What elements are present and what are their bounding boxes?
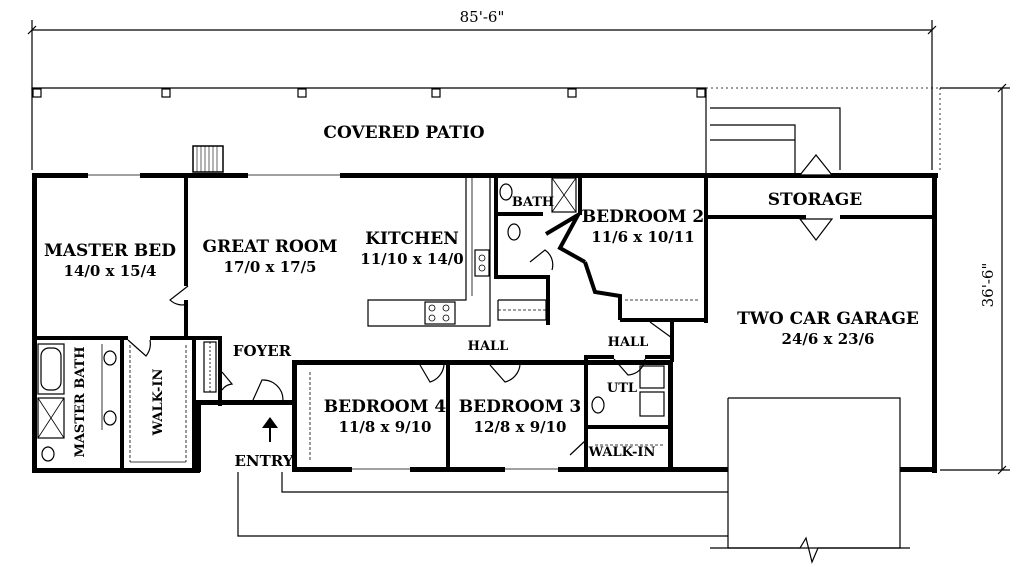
covered-patio: COVERED PATIO	[31, 87, 941, 175]
interior-walls	[32, 175, 935, 472]
master-bed-label: MASTER BED	[44, 241, 176, 261]
walk-in-shelving	[129, 299, 700, 463]
bedroom-4-size: 11/8 x 9/10	[339, 418, 432, 436]
walk-in-bed3-label: WALK-IN	[588, 445, 656, 460]
bath-label: BATH	[512, 195, 554, 210]
driveway	[237, 397, 910, 564]
storage-arrow-icon	[798, 154, 834, 241]
master-bath-fixtures	[37, 343, 117, 462]
bedroom-2-label: BEDROOM 2	[582, 207, 704, 227]
bedroom-3-size: 12/8 x 9/10	[474, 418, 567, 436]
master-bath-label: MASTER BATH	[73, 346, 88, 457]
foyer-label: FOYER	[233, 342, 292, 360]
hall-center-label: HALL	[468, 339, 509, 354]
kitchen-counters	[367, 178, 491, 327]
doors	[127, 249, 673, 456]
garage-label: TWO CAR GARAGE	[737, 309, 919, 329]
depth-dimension-label: 36'-6"	[979, 263, 997, 308]
great-room-size: 17/0 x 17/5	[224, 258, 317, 276]
entry-label: ENTRY	[234, 452, 293, 470]
bedroom-4-label: BEDROOM 4	[324, 397, 447, 417]
hall-right-label: HALL	[608, 335, 649, 350]
entry-arrow-icon	[262, 417, 278, 442]
width-dimension-label: 85'-6"	[460, 8, 505, 26]
covered-patio-label: COVERED PATIO	[323, 123, 484, 143]
garage-size: 24/6 x 23/6	[782, 330, 875, 348]
storage-label: STORAGE	[768, 190, 863, 210]
utl-label: UTL	[607, 381, 637, 396]
bedroom-3-label: BEDROOM 3	[459, 397, 581, 417]
kitchen-size: 11/10 x 14/0	[360, 250, 463, 268]
room-labels: MASTER BED 14/0 x 15/4 GREAT ROOM 17/0 x…	[44, 190, 919, 470]
great-room-label: GREAT ROOM	[203, 237, 338, 257]
master-bed-size: 14/0 x 15/4	[64, 262, 157, 280]
depth-dimension: 36'-6"	[940, 83, 1010, 475]
windows	[88, 174, 558, 470]
bath-fixtures	[499, 177, 577, 241]
kitchen-label: KITCHEN	[365, 229, 458, 249]
bedroom-2-size: 11/6 x 10/11	[591, 228, 694, 246]
width-dimension: 85'-6"	[27, 4, 937, 170]
walk-in-master-label: WALK-IN	[151, 369, 166, 437]
fireplace-hearth	[192, 145, 224, 173]
